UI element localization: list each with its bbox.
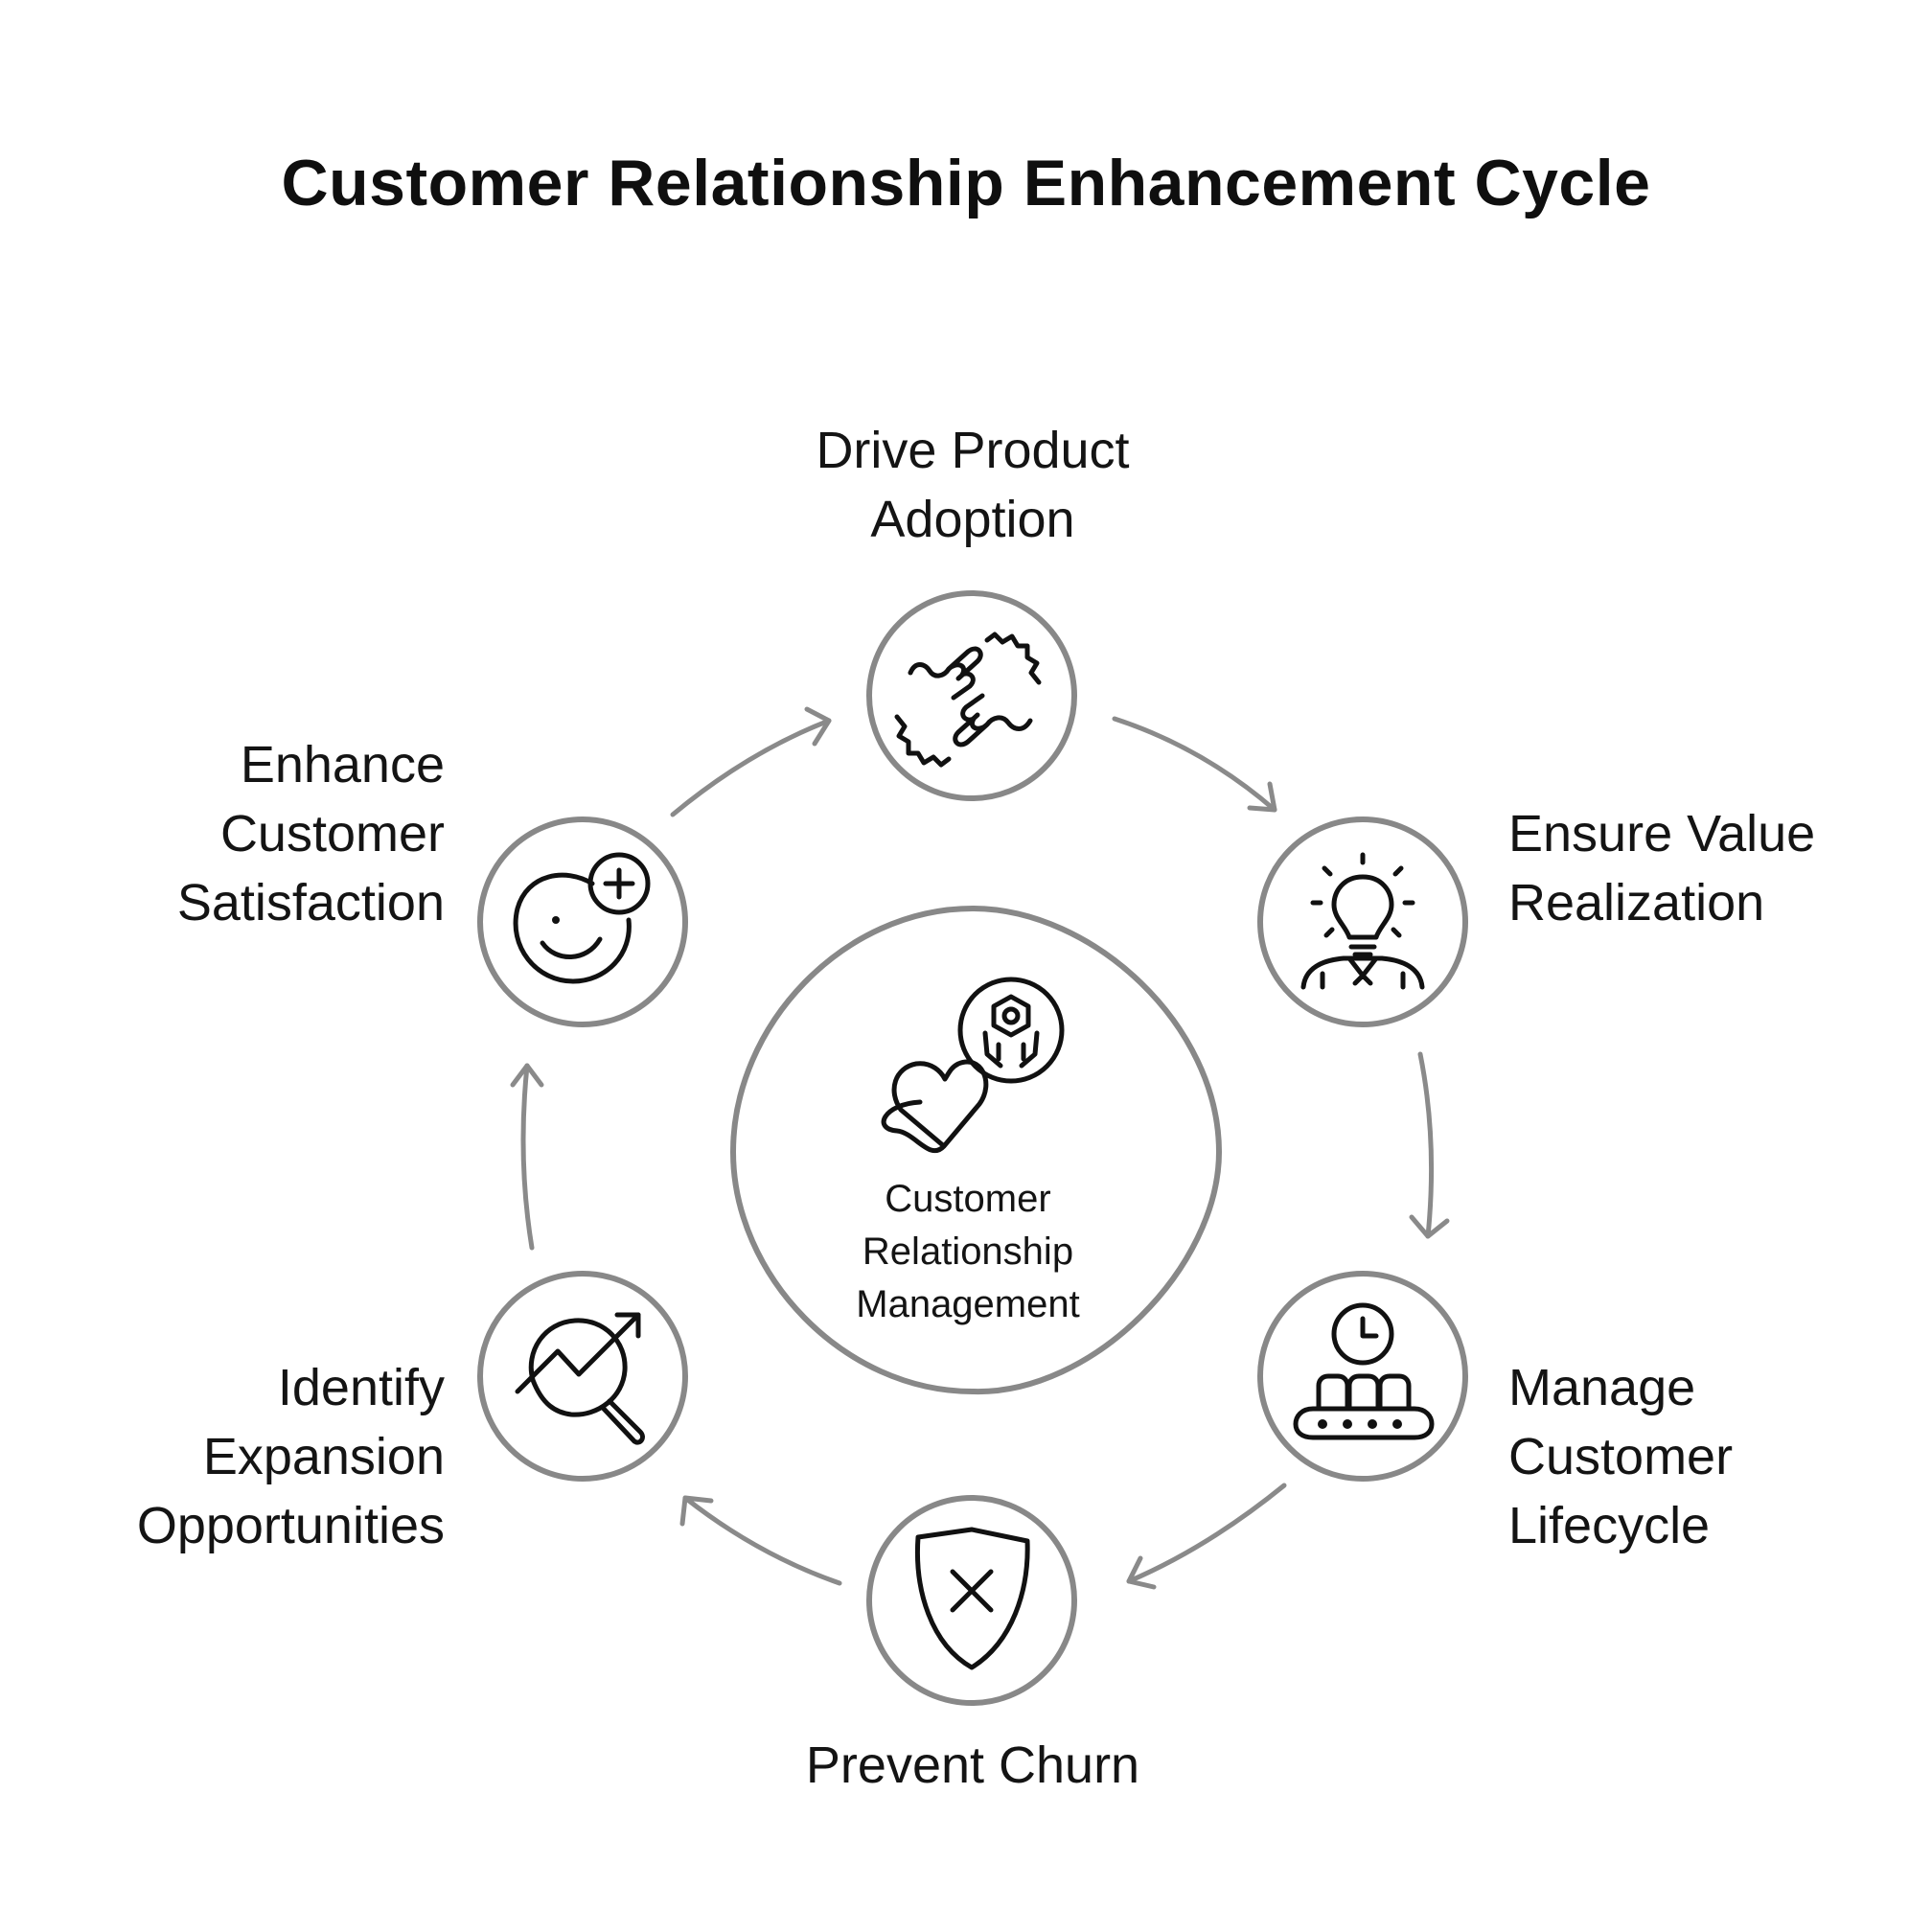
label-line: Expansion	[202, 1428, 445, 1485]
label-enhance-customer-satisfaction: Enhance Customer Satisfaction	[58, 730, 445, 937]
label-line: Prevent Churn	[805, 1736, 1140, 1794]
node-drive-product-adoption	[866, 590, 1077, 801]
center-node	[729, 905, 1223, 1395]
label-line: Adoption	[870, 491, 1075, 548]
cycle-arrows	[510, 706, 1450, 1590]
label-line: Lifecycle	[1508, 1497, 1711, 1554]
node-identify-expansion-opportunities	[477, 1271, 688, 1482]
label-line: Opportunities	[136, 1497, 445, 1554]
label-line: Ensure Value	[1508, 805, 1816, 862]
center-label-line: Management	[856, 1283, 1080, 1325]
label-line: Enhance	[240, 736, 445, 794]
label-line: Identify	[277, 1359, 445, 1416]
clock-conveyor-icon	[1293, 1302, 1435, 1440]
label-line: Realization	[1508, 874, 1765, 932]
arrow-adoption-to-value	[1112, 716, 1277, 813]
diagram-title: Customer Relationship Enhancement Cycle	[281, 147, 1651, 219]
label-line: Customer	[1508, 1428, 1734, 1485]
label-line: Manage	[1508, 1359, 1696, 1416]
label-prevent-churn: Prevent Churn	[748, 1731, 1198, 1800]
label-identify-expansion-opportunities: Identify Expansion Opportunities	[58, 1353, 445, 1560]
node-enhance-customer-satisfaction	[477, 816, 688, 1027]
node-ensure-value-realization	[1257, 816, 1468, 1027]
heart-with-hexagon-nut-in-hands-icon	[881, 977, 1065, 1154]
arrow-enhance-to-adoption	[670, 706, 832, 817]
center-label: Customer Relationship Management	[786, 1173, 1150, 1331]
label-drive-product-adoption: Drive Product Adoption	[795, 416, 1150, 554]
smiley-plus-icon	[513, 852, 651, 984]
node-prevent-churn	[866, 1495, 1077, 1706]
arrow-lifecycle-to-churn	[1126, 1483, 1287, 1590]
label-line: Customer	[219, 805, 445, 862]
label-line: Drive Product	[816, 422, 1130, 479]
label-line: Satisfaction	[176, 874, 445, 932]
lightbulb-person-icon	[1300, 852, 1425, 990]
center-label-line: Customer	[885, 1178, 1051, 1220]
handshake-gears-icon	[894, 632, 1042, 768]
arrow-churn-to-expansion	[679, 1495, 842, 1586]
shield-x-icon	[914, 1527, 1030, 1670]
arrow-expansion-to-enhance	[510, 1063, 544, 1251]
label-ensure-value-realization: Ensure Value Realization	[1508, 799, 1815, 937]
arrow-value-to-lifecycle	[1409, 1051, 1450, 1239]
label-manage-customer-lifecycle: Manage Customer Lifecycle	[1508, 1353, 1733, 1560]
node-manage-customer-lifecycle	[1257, 1271, 1468, 1482]
magnifier-trend-icon	[515, 1312, 645, 1445]
center-label-line: Relationship	[862, 1230, 1074, 1273]
